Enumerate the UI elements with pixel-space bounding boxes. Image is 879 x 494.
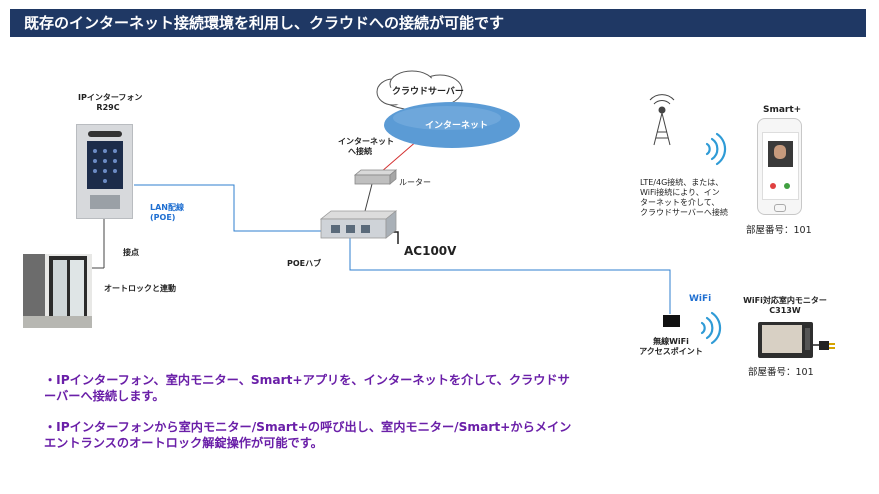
- poe-hub-shape: [319, 210, 398, 239]
- smart-room-number: 部屋番号：101: [746, 225, 812, 236]
- indoor-monitor-screen: [762, 325, 802, 353]
- bullet-item: ・IPインターフォンから室内モニター/Smart+の呼び出し、室内モニター/Sm…: [44, 420, 572, 450]
- ac-label: AC100V: [404, 244, 457, 258]
- router-hub-line: [363, 183, 373, 216]
- router-label: ルーター: [399, 178, 431, 187]
- smart-plus-label: Smart+: [763, 105, 802, 115]
- access-point-label: 無線WiFi アクセスポイント: [639, 337, 703, 356]
- autolock-label: オートロックと連動: [104, 284, 176, 293]
- smartphone-device: [757, 118, 802, 215]
- router-shape: [353, 169, 398, 185]
- monitor-room-number: 部屋番号：101: [748, 367, 814, 378]
- antenna-tower-icon: [649, 94, 675, 146]
- wifi-signal-icon-ap: [700, 311, 722, 345]
- bullet-item: ・IPインターフォン、室内モニター、Smart+アプリを、インターネットを介して…: [44, 373, 570, 403]
- router-internet-line: [380, 139, 419, 173]
- decline-call-icon: [770, 183, 776, 189]
- accept-call-icon: [784, 183, 790, 189]
- entrance-door-photo: [23, 254, 92, 328]
- home-button-icon: [774, 204, 786, 212]
- poe-hub-label: POEハブ: [287, 259, 322, 268]
- wifi-label: WiFi: [689, 294, 712, 304]
- page-title: 既存のインターネット接続環境を利用し、クラウドへの接続が可能です: [24, 14, 505, 32]
- header-banner: 既存のインターネット接続環境を利用し、クラウドへの接続が可能です: [10, 9, 866, 37]
- lan-line: [134, 184, 321, 232]
- internet-connect-label: インターネット へ接続: [338, 137, 394, 156]
- intercom-screen: [87, 141, 123, 189]
- power-plug-icon: [819, 341, 829, 350]
- internet-label: インターネット: [425, 121, 489, 131]
- intercom-camera: [88, 131, 122, 137]
- description-bullets: ・IPインターフォン、室内モニター、Smart+アプリを、インターネットを介して…: [44, 372, 574, 466]
- indoor-monitor-device: [758, 322, 813, 358]
- wifi-signal-icon-phone: [705, 132, 727, 166]
- wifi-access-point-device: [663, 315, 680, 327]
- ap-line: [349, 238, 671, 314]
- intercom-card-reader: [90, 195, 120, 209]
- intercom-label: IPインターフォン R29C: [78, 93, 143, 112]
- monitor-label: WiFi対応室内モニター C313W: [743, 296, 827, 315]
- lan-label: LAN配線 (POE): [150, 203, 184, 222]
- cloud-server-label: クラウドサーバー: [392, 87, 464, 97]
- smartphone-screen: [762, 132, 799, 200]
- indoor-monitor-keys: [805, 328, 810, 350]
- ip-intercom-device: [76, 124, 133, 219]
- contact-label: 接点: [123, 248, 139, 257]
- lte-description: LTE/4G接続、または、 WiFi接続により、イン ターネットを介して、 クラ…: [640, 178, 728, 217]
